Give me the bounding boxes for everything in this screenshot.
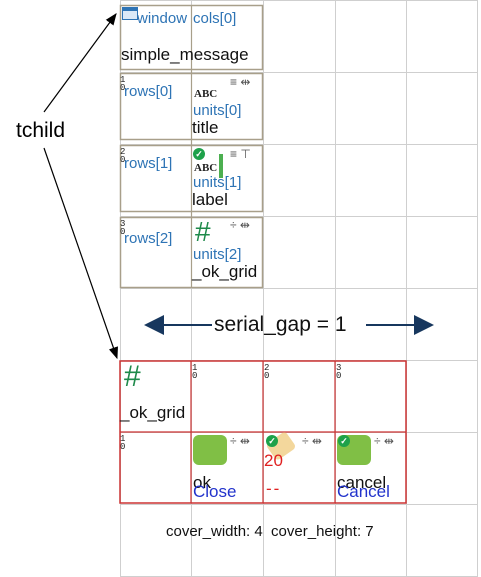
align-icon: ≡ ⊤ <box>230 147 251 161</box>
button-text: cancel <box>337 473 387 492</box>
check-icon: ✓ <box>193 148 205 160</box>
ok-button-shape[interactable] <box>193 435 227 465</box>
tchild-arrow-bottom <box>43 147 118 360</box>
rows-label: rows[1] <box>124 155 173 172</box>
abc-icon: ABC <box>194 88 218 100</box>
row-index: 3 0 <box>120 219 126 237</box>
rows-label: rows[0] <box>124 83 173 100</box>
window-icon <box>122 7 138 20</box>
spinner-icon: ÷ ⇹ <box>230 434 250 448</box>
units-label: units[2] <box>193 246 242 263</box>
row-index: 1 0 <box>120 434 126 452</box>
cell-name: title <box>192 118 219 137</box>
button-caption: -- <box>266 479 282 498</box>
tchild-label: tchild <box>16 119 66 142</box>
hash-grid-icon: # <box>195 216 211 247</box>
cell-name: _ok_grid <box>192 262 258 281</box>
row-index: 1 0 <box>120 75 126 93</box>
button-caption: Close <box>193 482 237 501</box>
window-name: simple_message <box>121 45 249 64</box>
hash-grid-icon: # <box>124 360 141 393</box>
grid-name: _ok_grid <box>120 403 186 422</box>
col-index: 3 0 <box>336 363 342 381</box>
spinner-icon: ÷ ⇹ <box>302 434 322 448</box>
spinner-icon: ÷ ⇹ <box>374 434 394 448</box>
cell-name: label <box>192 190 228 209</box>
units-label: units[0] <box>193 102 242 119</box>
spinner-icon: ÷ ⇹ <box>230 218 250 232</box>
col-index: 2 0 <box>264 363 270 381</box>
button-caption: Cancel <box>337 482 390 501</box>
abc-icon: ABC <box>194 162 218 174</box>
button-text: 20 <box>264 451 283 470</box>
check-icon: ✓ <box>338 435 350 447</box>
button-text: ok <box>193 473 211 492</box>
rows-label: rows[2] <box>124 230 173 247</box>
cover-size-label: cover_width: 4 cover_height: 7 <box>166 523 374 540</box>
cols-label: cols[0] <box>193 10 237 27</box>
caret-bar <box>219 154 223 178</box>
tchild-arrow-top <box>43 13 117 113</box>
align-icon: ≡ ⇹ <box>230 75 251 89</box>
check-icon: ✓ <box>266 435 278 447</box>
row-index: 2 0 <box>120 147 126 165</box>
units-label: units[1] <box>193 174 242 191</box>
serial-gap-label: serial_gap = 1 <box>214 313 347 336</box>
col-index: 1 0 <box>192 363 198 381</box>
window-label: window <box>137 10 188 27</box>
